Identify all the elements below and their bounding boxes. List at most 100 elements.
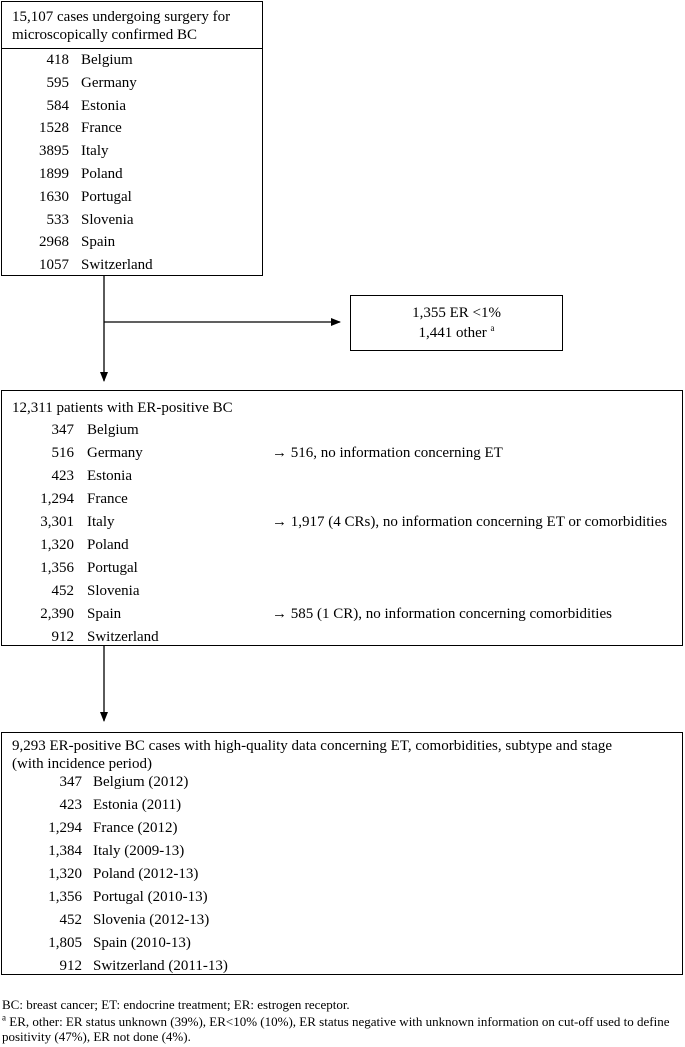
er-positive-count: 1,294	[40, 491, 74, 507]
box-surgery-title-line1: 15,107 cases undergoing surgery for	[12, 9, 231, 25]
surgery-country: Estonia	[81, 97, 126, 114]
er-positive-count: 347	[51, 422, 75, 438]
exclusion-other-text: 1,441 other	[418, 325, 487, 341]
surgery-row: 2968 Spain	[2, 232, 682, 252]
surgery-country: Spain	[81, 234, 116, 251]
surgery-count: 418	[46, 52, 70, 68]
footnote-er-other-mark: a	[2, 1012, 6, 1023]
er-positive-count: 912	[51, 629, 75, 645]
er-positive-row: 1,320 Poland	[2, 535, 682, 555]
box-high-quality-title: 9,293 ER-positive BC cases with high-qua…	[12, 737, 676, 773]
exclusion-other-footnote-mark: a	[490, 323, 495, 333]
high-quality-country: France (2012)	[93, 820, 178, 836]
surgery-count: 3895	[39, 143, 69, 160]
surgery-count: 1630	[39, 188, 69, 205]
high-quality-row: 912 Switzerland (2011-13)	[2, 956, 682, 976]
high-quality-country: Belgium (2012)	[93, 774, 189, 790]
box-surgery-divider	[2, 48, 262, 49]
surgery-row: 584 Estonia	[2, 96, 682, 116]
box-surgery-title: 15,107 cases undergoing surgery for micr…	[12, 8, 256, 44]
er-positive-note: → 585 (1 CR), no information concerning …	[272, 606, 612, 622]
er-positive-row: 1,294 France	[2, 489, 682, 509]
high-quality-count: 452	[59, 912, 83, 928]
box-surgery-cases: 15,107 cases undergoing surgery for micr…	[1, 1, 263, 276]
high-quality-count: 423	[59, 797, 83, 813]
footnote-er-other: a ER, other: ER status unknown (39%), ER…	[2, 1012, 682, 1044]
er-positive-row: 1,356 Portugal	[2, 558, 682, 578]
surgery-country: Switzerland	[81, 257, 153, 274]
high-quality-count: 1,384	[48, 843, 82, 859]
surgery-row: 1528 France	[2, 118, 682, 138]
er-positive-count: 452	[51, 583, 75, 599]
er-positive-country: Germany	[87, 445, 143, 461]
high-quality-country: Poland (2012-13)	[93, 866, 199, 882]
surgery-count: 533	[46, 211, 70, 228]
er-positive-country: Portugal	[87, 560, 138, 576]
surgery-count: 595	[46, 74, 70, 91]
er-positive-country: Slovenia	[87, 583, 140, 599]
er-positive-count: 423	[51, 468, 75, 484]
er-positive-country: Switzerland	[87, 629, 159, 645]
exclusion-er-low: 1,355 ER <1%	[412, 305, 501, 321]
high-quality-row: 347 Belgium (2012)	[2, 772, 682, 792]
er-positive-row: 347 Belgium	[2, 420, 682, 440]
surgery-country: Italy	[81, 143, 109, 160]
box-high-quality-title-line1: 9,293 ER-positive BC cases with high-qua…	[12, 738, 613, 754]
er-positive-note: → 1,917 (4 CRs), no information concerni…	[272, 514, 668, 530]
surgery-country: France	[81, 120, 122, 137]
er-positive-country: Italy	[87, 514, 115, 530]
high-quality-country: Portugal (2010-13)	[93, 889, 208, 905]
high-quality-count: 912	[59, 958, 83, 974]
high-quality-country: Slovenia (2012-13)	[93, 912, 210, 928]
surgery-row: 1899 Poland	[2, 164, 682, 184]
er-positive-count: 2,390	[40, 606, 74, 622]
footnote-abbreviations: BC: breast cancer; ET: endocrine treatme…	[2, 997, 350, 1012]
surgery-row: 533 Slovenia	[2, 210, 682, 230]
box-surgery-title-line2: microscopically confirmed BC	[12, 27, 197, 43]
er-positive-country: Poland	[87, 537, 129, 553]
box-high-quality-title-line2: (with incidence period)	[12, 756, 152, 772]
er-positive-country: Estonia	[87, 468, 132, 484]
er-positive-row: 423 Estonia	[2, 466, 682, 486]
surgery-row: 595 Germany	[2, 73, 682, 93]
er-positive-country: France	[87, 491, 128, 507]
er-positive-country: Belgium	[87, 422, 139, 438]
surgery-count: 1528	[39, 120, 69, 137]
er-positive-row: 912 Switzerland	[2, 627, 682, 647]
box-exclusion: 1,355 ER <1% 1,441 other a	[350, 295, 563, 351]
high-quality-row: 1,294 France (2012)	[2, 818, 682, 838]
box-high-quality: 9,293 ER-positive BC cases with high-qua…	[1, 732, 683, 975]
high-quality-row: 1,805 Spain (2010-13)	[2, 933, 682, 953]
surgery-country: Poland	[81, 166, 123, 182]
high-quality-country: Spain (2010-13)	[93, 935, 191, 951]
surgery-count: 1899	[39, 166, 69, 182]
er-positive-count: 1,320	[40, 537, 74, 553]
er-positive-count: 516	[51, 445, 75, 461]
high-quality-row: 1,384 Italy (2009-13)	[2, 841, 682, 861]
surgery-row: 418 Belgium	[2, 50, 682, 70]
er-positive-count: 3,301	[40, 514, 74, 530]
box-er-positive-title: 12,311 patients with ER-positive BC	[12, 400, 233, 416]
surgery-country: Germany	[81, 74, 137, 91]
footnote-er-other-text: ER, other: ER status unknown (39%), ER<1…	[2, 1014, 670, 1044]
surgery-row: 3895 Italy	[2, 141, 682, 161]
high-quality-count: 347	[59, 774, 83, 790]
er-positive-count: 1,356	[40, 560, 74, 576]
high-quality-count: 1,805	[48, 935, 82, 951]
surgery-country: Slovenia	[81, 211, 134, 228]
box-er-positive: 12,311 patients with ER-positive BC 347 B…	[1, 390, 683, 646]
surgery-count: 2968	[39, 234, 69, 251]
surgery-country: Belgium	[81, 52, 133, 68]
high-quality-country: Switzerland (2011-13)	[93, 958, 228, 974]
er-positive-row: 452 Slovenia	[2, 581, 682, 601]
high-quality-country: Italy (2009-13)	[93, 843, 185, 859]
high-quality-count: 1,294	[48, 820, 82, 836]
surgery-count: 584	[46, 97, 70, 114]
